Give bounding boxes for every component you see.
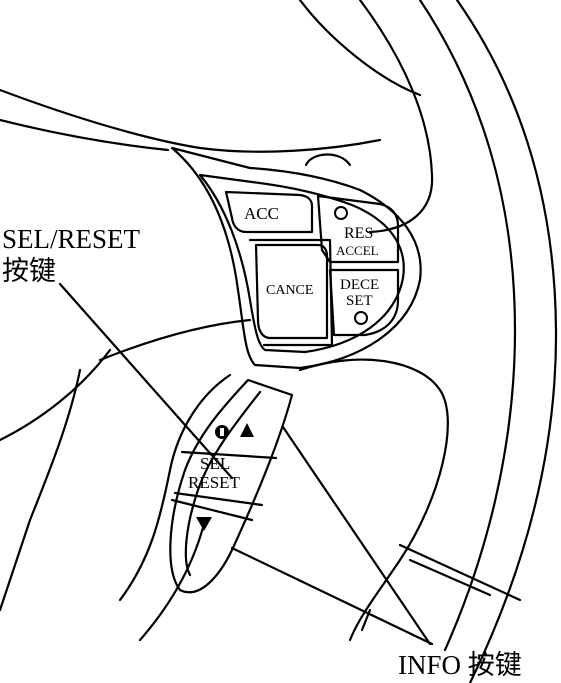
wheel-rim-inner-1	[418, 0, 517, 652]
wheel-lower-left-2	[138, 518, 207, 642]
hub-curve	[298, 0, 422, 97]
leader-info-up	[281, 425, 432, 646]
sel-reset-callout-line2: 按键	[2, 256, 56, 286]
sel-reset-callout-line1: SEL/RESET	[2, 224, 141, 254]
dece-set-button-shape	[328, 268, 400, 337]
info-callout: INFO 按键	[398, 650, 522, 680]
sel-button-label: SEL	[200, 454, 230, 473]
info-down-triangle-icon	[196, 517, 212, 531]
leader-info-down	[230, 546, 434, 646]
wheel-rim-inner-2	[358, 0, 434, 234]
info-up-triangle-icon	[240, 423, 254, 437]
circle-indicator-icon	[354, 311, 368, 325]
spoke-top-edge-2	[0, 118, 170, 152]
wheel-lower-right	[298, 358, 449, 642]
housing-bump	[304, 153, 352, 167]
cancel-button-label: CANCE	[266, 283, 313, 298]
switch-housing-outer	[170, 146, 422, 370]
circle-indicator-icon	[334, 206, 348, 220]
leader-sel-reset	[58, 282, 234, 480]
info-switch-inner	[184, 390, 262, 577]
wheel-left-outline-2	[98, 318, 252, 362]
res-button-label: RES	[344, 225, 373, 242]
reset-button-label: RESET	[188, 473, 241, 492]
acc-button-label: ACC	[244, 204, 279, 223]
wheel-bottom-band	[398, 543, 522, 602]
acc-button-shape	[224, 190, 314, 234]
wheel-lower-left	[118, 373, 232, 602]
wheel-rim-outer	[455, 0, 558, 683]
wheel-left-outline	[0, 368, 82, 612]
spoke-top-edge	[0, 88, 382, 153]
accel-button-label: ACCEL	[336, 243, 379, 258]
switch-housing-inner	[198, 173, 405, 354]
set-button-label: SET	[346, 293, 373, 309]
res-accel-button-shape	[316, 194, 400, 264]
dece-button-label: DECE	[340, 277, 379, 293]
